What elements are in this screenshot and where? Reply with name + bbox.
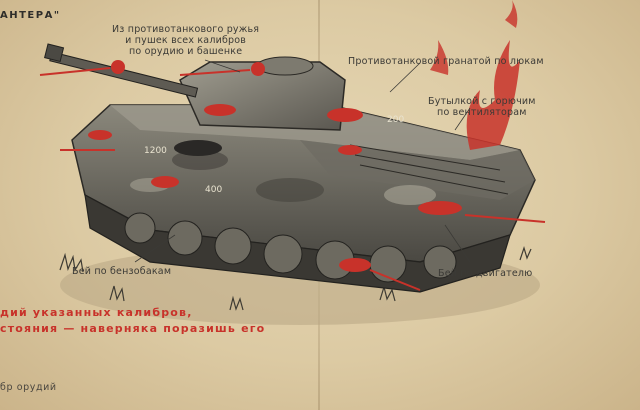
annotation-line: и пушек всех калибров [125, 35, 247, 46]
slogan-line-1: дий указанных калибров, [0, 306, 193, 319]
distance-label-1200: 1200 [144, 146, 167, 156]
distance-label-400: 400 [205, 185, 222, 195]
annotation-hatch-grenades: Противотанковой гранатой по люкам [348, 56, 544, 67]
annotation-line: по вентиляторам [437, 107, 527, 118]
distance-labels: 200 1200 400 [144, 115, 404, 195]
annotation-line: по орудию и башенке [128, 46, 243, 57]
pointer-lines [134, 59, 471, 263]
poster-title: АНТЕРА" [0, 10, 61, 21]
annotation-engine: Бей по двигателю [438, 268, 533, 279]
slogan-line-2: стояния — наверняка поразишь его [0, 322, 266, 335]
bottom-caption: бр орудий [0, 382, 57, 393]
engine-deck [349, 144, 509, 195]
annotation-fuel-tank: Бей по бензобакам [72, 266, 172, 277]
flames [430, 0, 520, 150]
annotation-rifle-fire: Из противотанкового ружья и пушек всех к… [112, 24, 259, 57]
annotation-line: Бутылкой с горючим [428, 96, 536, 107]
annotation-fuel-bottles: Бутылкой с горючим по вентиляторам [428, 96, 536, 118]
annotation-line: Из противотанкового ружья [112, 24, 260, 35]
hit-markers [39, 60, 546, 291]
distance-label-200: 200 [387, 115, 404, 125]
